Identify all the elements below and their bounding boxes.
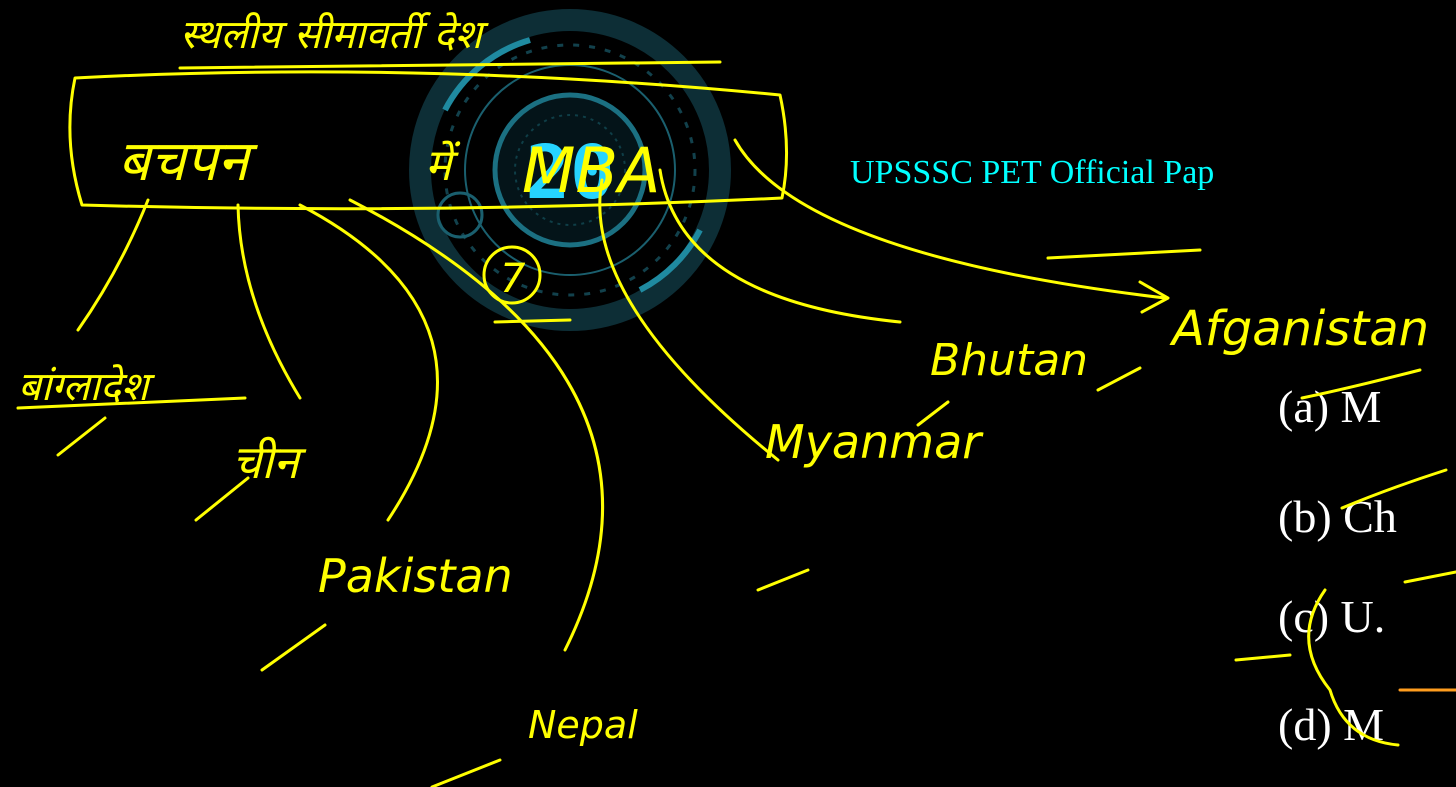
country-myanmar: Myanmar: [765, 415, 984, 469]
connector-pakistan: [298, 203, 439, 522]
connector-myanmar: [598, 178, 780, 462]
connector-bangladesh: [76, 198, 150, 332]
arrow-head-afganistan: [1138, 280, 1170, 314]
tick-bhutan: [1096, 366, 1142, 392]
mnemonic-mid: में: [425, 140, 461, 191]
connector-china: [236, 203, 302, 400]
mnemonic-latin: MBA: [522, 134, 660, 207]
connector-nepal: [348, 198, 605, 652]
slide-header-title: UPSSSC PET Official Pap: [850, 154, 1215, 191]
accent-line: [1046, 248, 1202, 260]
country-pakistan: Pakistan: [318, 549, 513, 603]
mnemonic-hindi: बचपन: [118, 129, 258, 194]
count-underline: [493, 318, 572, 324]
answer-bracket: [1307, 588, 1400, 747]
tick-option-a: [1300, 368, 1422, 400]
tick-china: [194, 476, 250, 522]
heading-annotation: स्थलीय सीमावर्ती देश: [180, 12, 489, 58]
tick-myanmar-1: [756, 568, 810, 592]
tick-bangladesh: [56, 416, 107, 457]
option-a: (a) M: [1278, 381, 1382, 432]
tick-pakistan: [260, 623, 327, 672]
answer-arrow: [1234, 653, 1292, 662]
connector-bhutan: [658, 168, 902, 324]
mnemonic-box: [68, 70, 789, 211]
country-bhutan: Bhutan: [930, 335, 1088, 386]
heading-underline: [178, 60, 722, 70]
country-nepal: Nepal: [528, 703, 638, 747]
count-circle: [482, 245, 542, 305]
count-annotation: 7: [500, 256, 526, 302]
option-b: (b) Ch: [1278, 491, 1397, 542]
tick-option-b: [1340, 468, 1448, 510]
tick-option-c: [1403, 570, 1456, 584]
bangladesh-overline: [16, 396, 247, 410]
tick-nepal: [430, 758, 502, 787]
connector-afganistan: [733, 138, 1167, 300]
tick-myanmar-2: [916, 400, 950, 427]
option-d: (d) M: [1278, 699, 1385, 750]
country-afganistan: Afganistan: [1169, 301, 1429, 357]
option-c: (c) U.: [1278, 591, 1386, 642]
